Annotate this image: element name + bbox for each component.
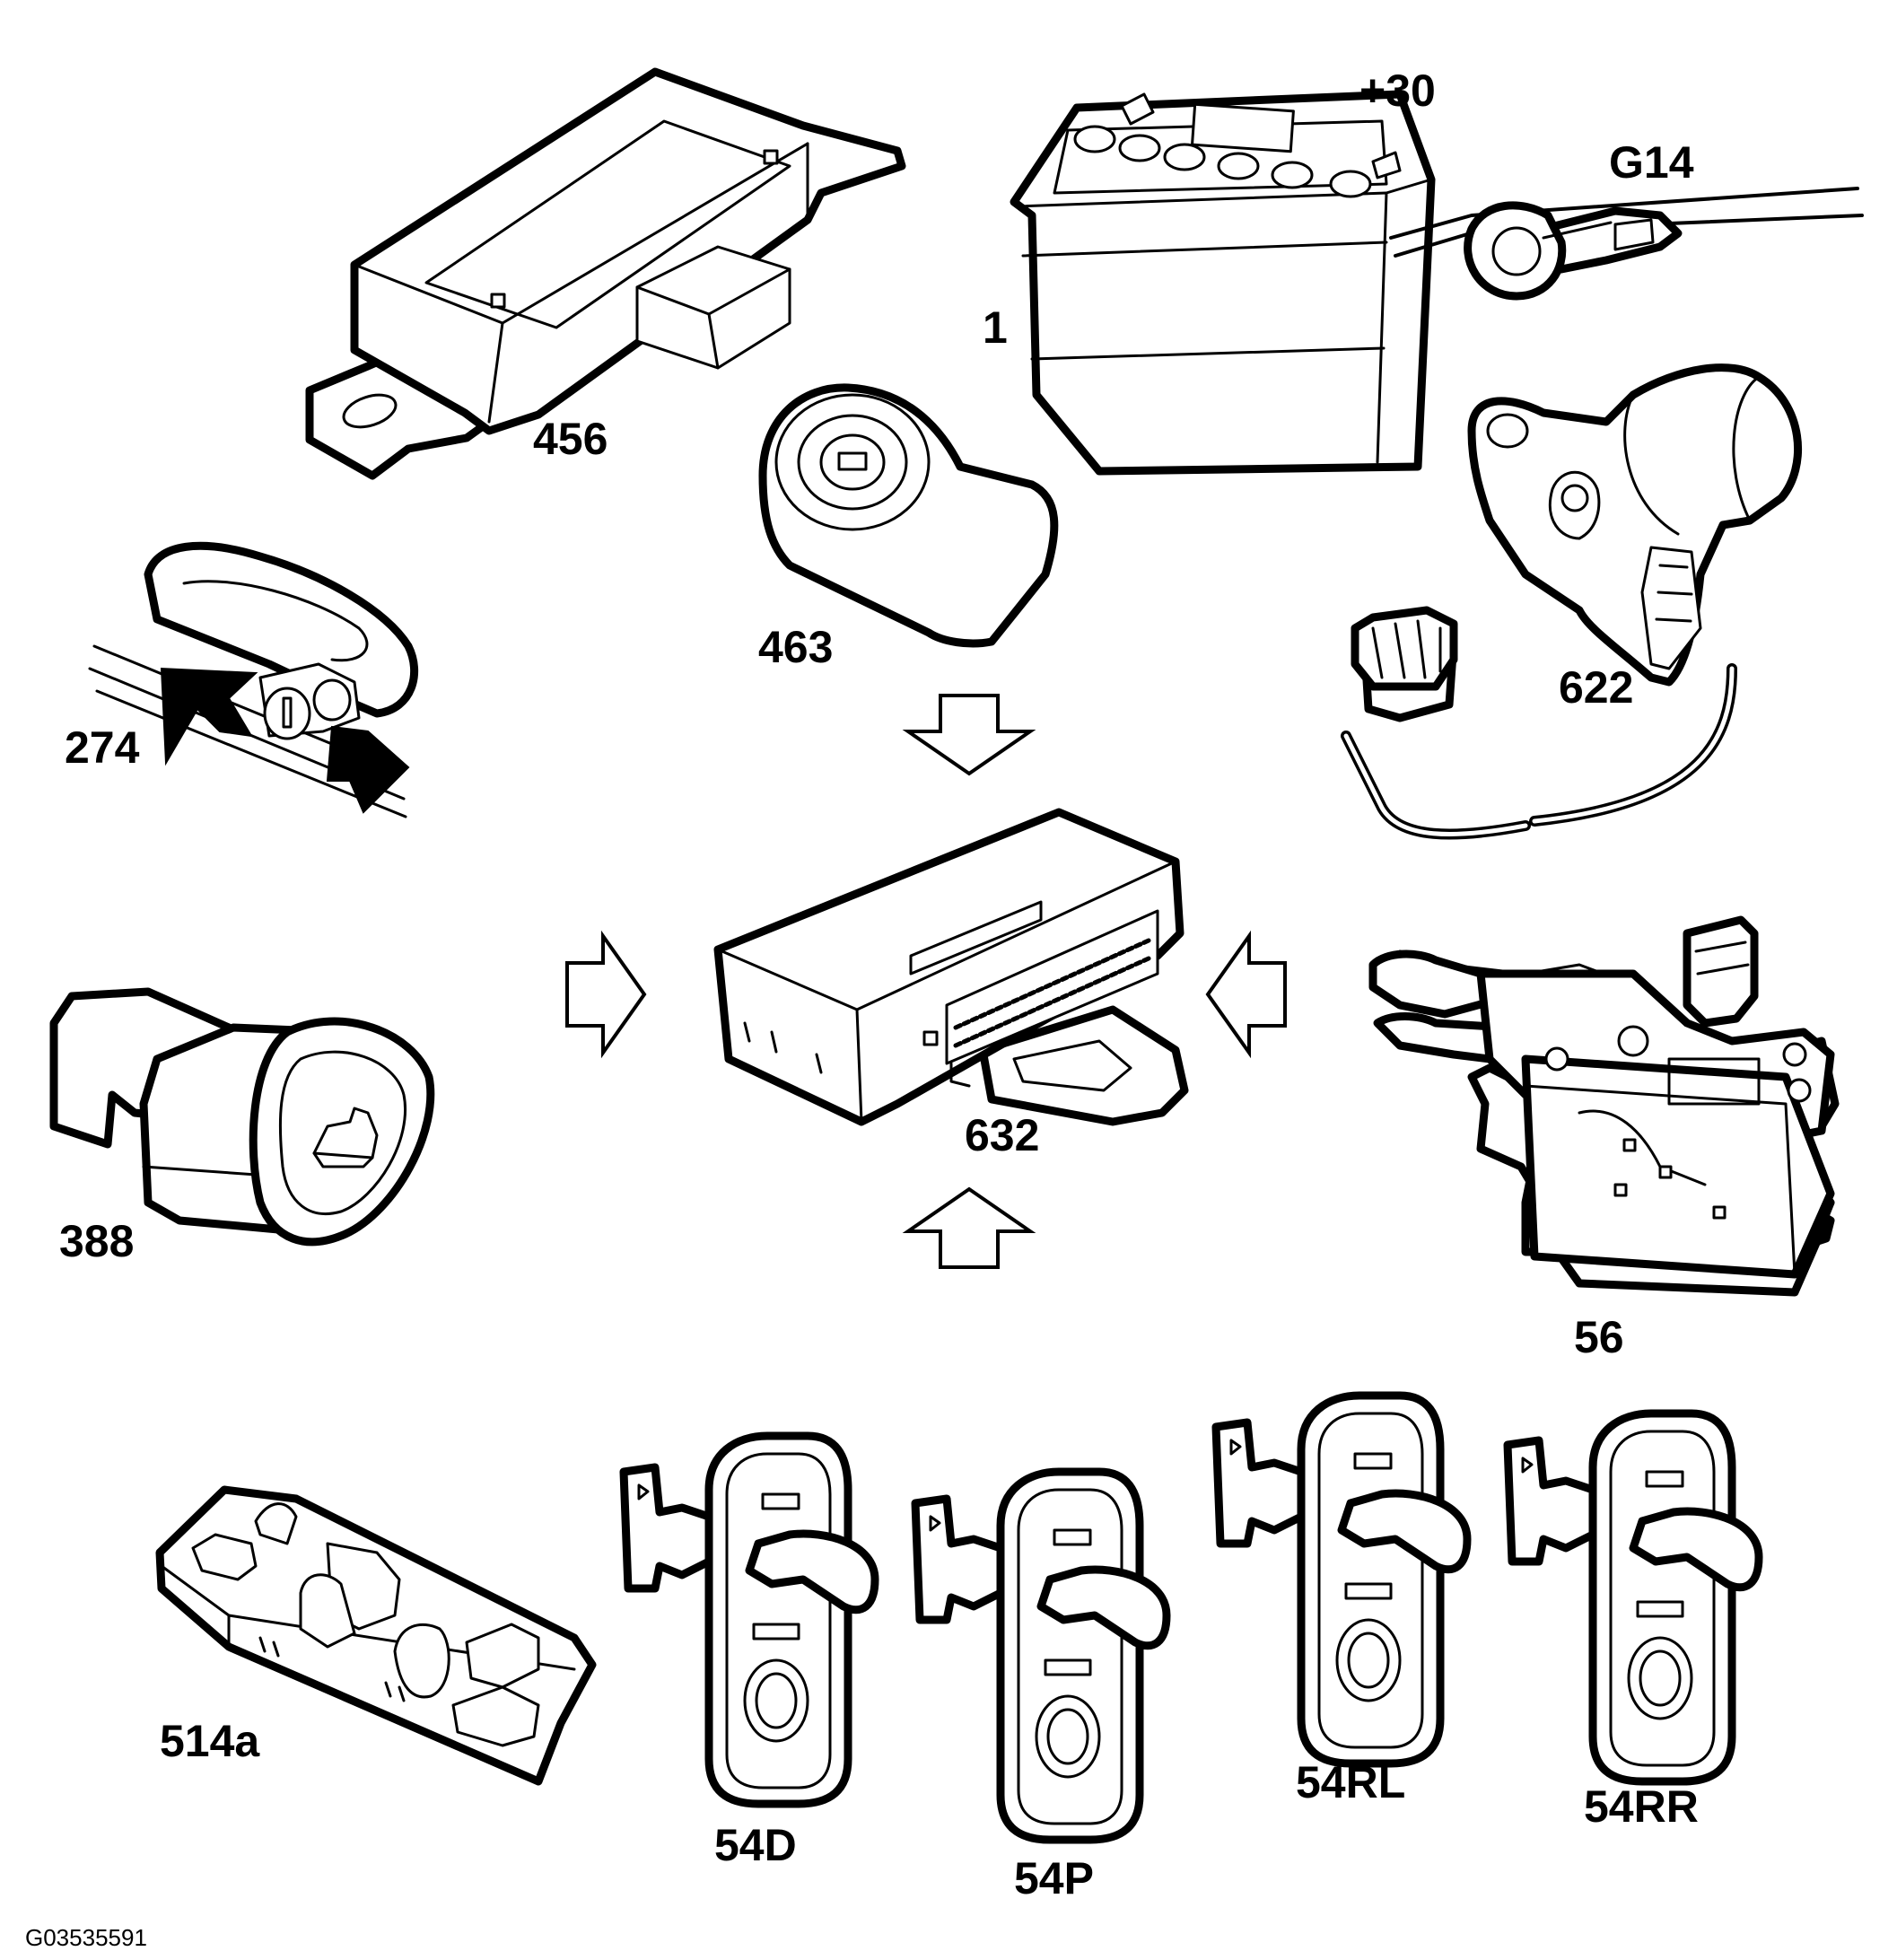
arrow-right-icon xyxy=(565,930,647,1059)
component-54d-door-switch xyxy=(619,1431,879,1808)
component-54rr-door-switch xyxy=(1503,1409,1763,1786)
component-456-module xyxy=(305,67,906,480)
label-terminal-30: +30 xyxy=(1359,66,1436,116)
figure-id: G03535591 xyxy=(25,1924,147,1951)
component-622-motor xyxy=(1341,363,1802,840)
label-54rr: 54RR xyxy=(1584,1781,1699,1832)
label-54rl: 54RL xyxy=(1296,1757,1405,1807)
label-54p: 54P xyxy=(1014,1853,1094,1903)
arrow-down-icon xyxy=(902,694,1036,776)
arrow-left-icon xyxy=(1205,930,1287,1059)
label-622: 622 xyxy=(1559,662,1633,713)
component-632-central-module xyxy=(713,808,1189,1126)
label-274: 274 xyxy=(65,722,140,773)
component-1-battery xyxy=(1010,90,1436,476)
label-54d: 54D xyxy=(714,1820,797,1870)
component-463-switch xyxy=(758,383,1059,648)
component-274-ignition-lock xyxy=(88,541,419,818)
label-g14: G14 xyxy=(1609,137,1694,188)
label-456: 456 xyxy=(533,414,608,464)
component-54rl-door-switch xyxy=(1211,1391,1472,1768)
label-388: 388 xyxy=(59,1216,134,1266)
label-632: 632 xyxy=(965,1110,1039,1160)
label-1: 1 xyxy=(983,302,1008,353)
component-514a-switch-panel xyxy=(155,1485,597,1786)
arrow-up-icon xyxy=(902,1186,1036,1269)
component-388-switch xyxy=(49,987,435,1247)
label-56: 56 xyxy=(1574,1312,1624,1362)
component-54p-door-switch xyxy=(911,1467,1171,1844)
component-g14-ground xyxy=(1389,187,1864,301)
label-463: 463 xyxy=(758,622,833,672)
label-514a: 514a xyxy=(160,1716,260,1766)
component-56-latch xyxy=(1368,915,1840,1297)
